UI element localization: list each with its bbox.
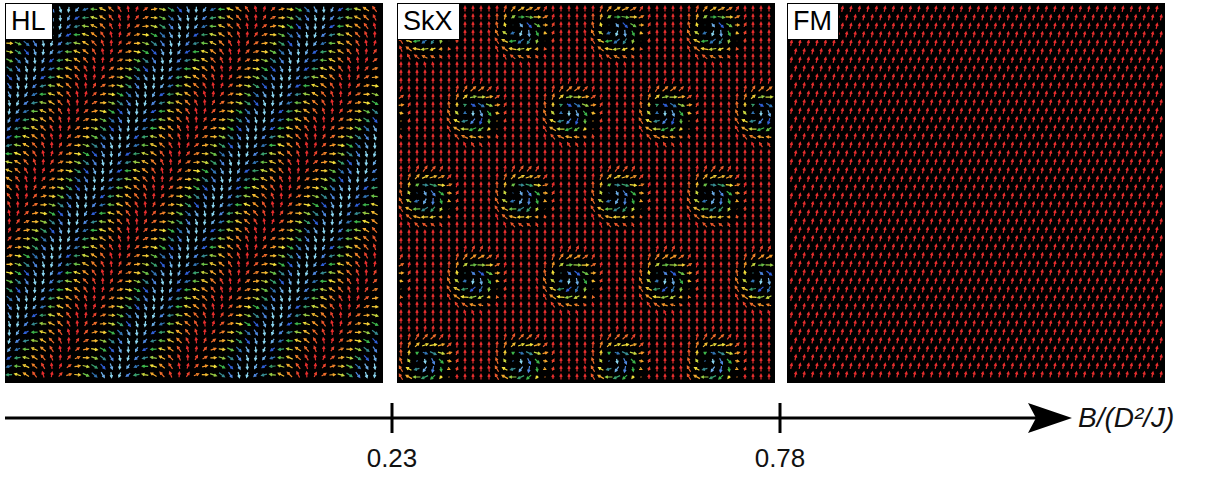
helical-spin-texture — [5, 3, 383, 383]
axis-title: B/(D²/J) — [1078, 402, 1174, 434]
phase-tag: FM — [787, 3, 839, 40]
spin-arrows — [407, 32, 773, 363]
spin-arrows — [7, 7, 377, 377]
spin-arrows — [7, 7, 378, 376]
phase-name: SkX — [403, 6, 453, 36]
spin-arrows — [8, 7, 376, 378]
spin-arrows — [407, 23, 757, 378]
spin-arrows — [790, 7, 1162, 378]
spin-arrows — [8, 7, 376, 378]
axis-arrowhead — [1028, 403, 1072, 433]
tick-value: 0.23 — [367, 443, 418, 473]
tick-value: 0.78 — [755, 443, 806, 473]
phase-tag: HL — [5, 3, 53, 40]
spin-arrows — [8, 7, 377, 378]
spin-arrows — [7, 7, 376, 378]
spin-arrows — [414, 16, 764, 379]
spin-arrows — [399, 7, 764, 378]
axis-line — [5, 417, 1040, 420]
spin-arrows — [406, 16, 755, 355]
phase-tag: SkX — [397, 3, 460, 40]
spin-arrows — [6, 7, 377, 376]
spin-arrows — [400, 6, 771, 379]
ferromagnet-texture — [787, 3, 1165, 383]
phase-name: HL — [11, 6, 46, 36]
spin-arrows — [7, 7, 378, 377]
spin-arrows — [399, 6, 747, 380]
spin-arrows — [423, 23, 770, 371]
axis-tick — [391, 403, 394, 433]
spin-arrows — [7, 7, 376, 378]
spin-arrows — [6, 8, 378, 376]
axis-tick — [779, 403, 782, 433]
skyrmion-crystal-texture — [397, 3, 775, 383]
spin-arrows — [8, 7, 376, 378]
spin-arrows — [422, 104, 756, 378]
phase-name: FM — [793, 6, 832, 36]
